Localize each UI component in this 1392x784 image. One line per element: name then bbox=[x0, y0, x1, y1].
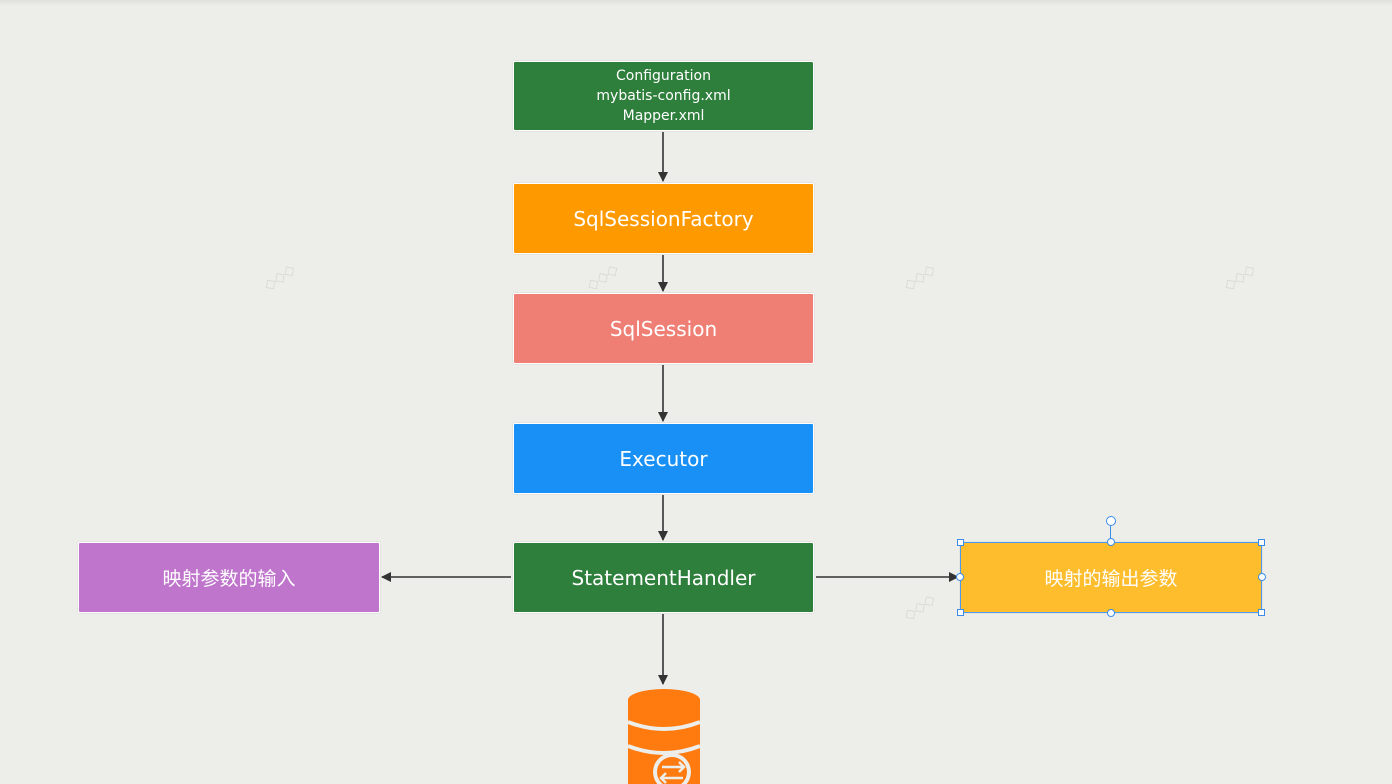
resize-handle-top-left[interactable] bbox=[957, 539, 964, 546]
node-param-input[interactable]: 映射参数的输入 bbox=[78, 542, 380, 613]
node-label: SqlSession bbox=[609, 316, 718, 341]
resize-handle-top-right[interactable] bbox=[1258, 539, 1265, 546]
rotate-handle[interactable] bbox=[1106, 516, 1116, 526]
node-label: 映射参数的输入 bbox=[162, 568, 296, 590]
resize-handle-bottom-left[interactable] bbox=[957, 609, 964, 616]
node-label: StatementHandler bbox=[571, 565, 756, 590]
node-label: 映射的输出参数 bbox=[1044, 568, 1178, 590]
node-configuration[interactable]: Configuration mybatis-config.xml Mapper.… bbox=[513, 61, 814, 131]
node-sql-session-factory[interactable]: SqlSessionFactory bbox=[513, 183, 814, 254]
configuration-line: Configuration bbox=[616, 68, 711, 84]
configuration-line: mybatis-config.xml bbox=[596, 88, 731, 104]
top-shadow bbox=[0, 0, 1392, 6]
rotation-stem bbox=[1110, 526, 1111, 542]
node-statement-handler[interactable]: StatementHandler bbox=[513, 542, 814, 613]
connect-handle-right[interactable] bbox=[1258, 573, 1266, 581]
connect-handle-top[interactable] bbox=[1107, 538, 1115, 546]
database-icon bbox=[627, 689, 701, 784]
configuration-line: Mapper.xml bbox=[622, 108, 705, 124]
node-param-output[interactable]: 映射的输出参数 bbox=[960, 542, 1262, 613]
node-label: SqlSessionFactory bbox=[573, 206, 754, 231]
node-sql-session[interactable]: SqlSession bbox=[513, 293, 814, 364]
resize-handle-bottom-right[interactable] bbox=[1258, 609, 1265, 616]
node-label: Executor bbox=[619, 446, 708, 471]
node-executor[interactable]: Executor bbox=[513, 423, 814, 494]
connect-handle-bottom[interactable] bbox=[1107, 609, 1115, 617]
connect-handle-left[interactable] bbox=[956, 573, 964, 581]
